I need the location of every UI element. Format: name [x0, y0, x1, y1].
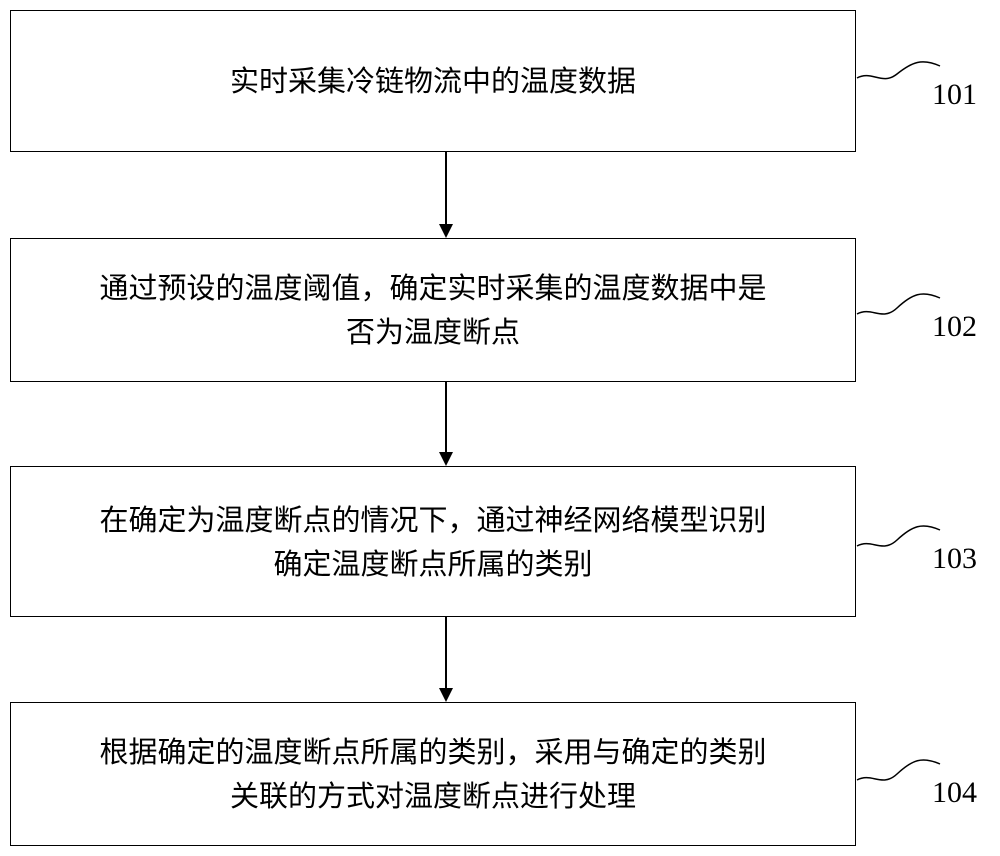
arrowhead-102-to-103 [439, 452, 453, 466]
step-label-101: 101 [932, 78, 977, 111]
step-101-line-1: 实时采集冷链物流中的温度数据 [229, 64, 636, 98]
arrowhead-103-to-104 [439, 688, 453, 702]
step-104-line-2: 关联的方式对温度断点进行处理 [229, 779, 636, 813]
arrowhead-101-to-102 [439, 224, 453, 238]
step-box-104: 根据确定的温度断点所属的类别，采用与确定的类别 关联的方式对温度断点进行处理 [10, 702, 856, 846]
step-box-103: 在确定为温度断点的情况下，通过神经网络模型识别 确定温度断点所属的类别 [10, 466, 856, 617]
step-104-line-1: 根据确定的温度断点所属的类别，采用与确定的类别 [99, 735, 767, 769]
leader-line-103 [856, 525, 941, 547]
step-103-line-2: 确定温度断点所属的类别 [273, 546, 593, 581]
leader-line-101 [856, 61, 941, 80]
step-103-line-1: 在确定为温度断点的情况下，通过神经网络模型识别 [99, 502, 767, 537]
step-label-102: 102 [932, 310, 977, 343]
leader-line-104 [856, 759, 941, 781]
step-box-102: 通过预设的温度阈值，确定实时采集的温度数据中是 否为温度断点 [10, 238, 856, 382]
step-102-line-1: 通过预设的温度阈值，确定实时采集的温度数据中是 [99, 271, 767, 305]
step-102-line-2: 否为温度断点 [345, 315, 520, 349]
leader-line-102 [856, 293, 941, 315]
step-label-104: 104 [932, 776, 977, 809]
step-label-103: 103 [932, 542, 977, 575]
step-box-101: 实时采集冷链物流中的温度数据 [10, 10, 856, 152]
